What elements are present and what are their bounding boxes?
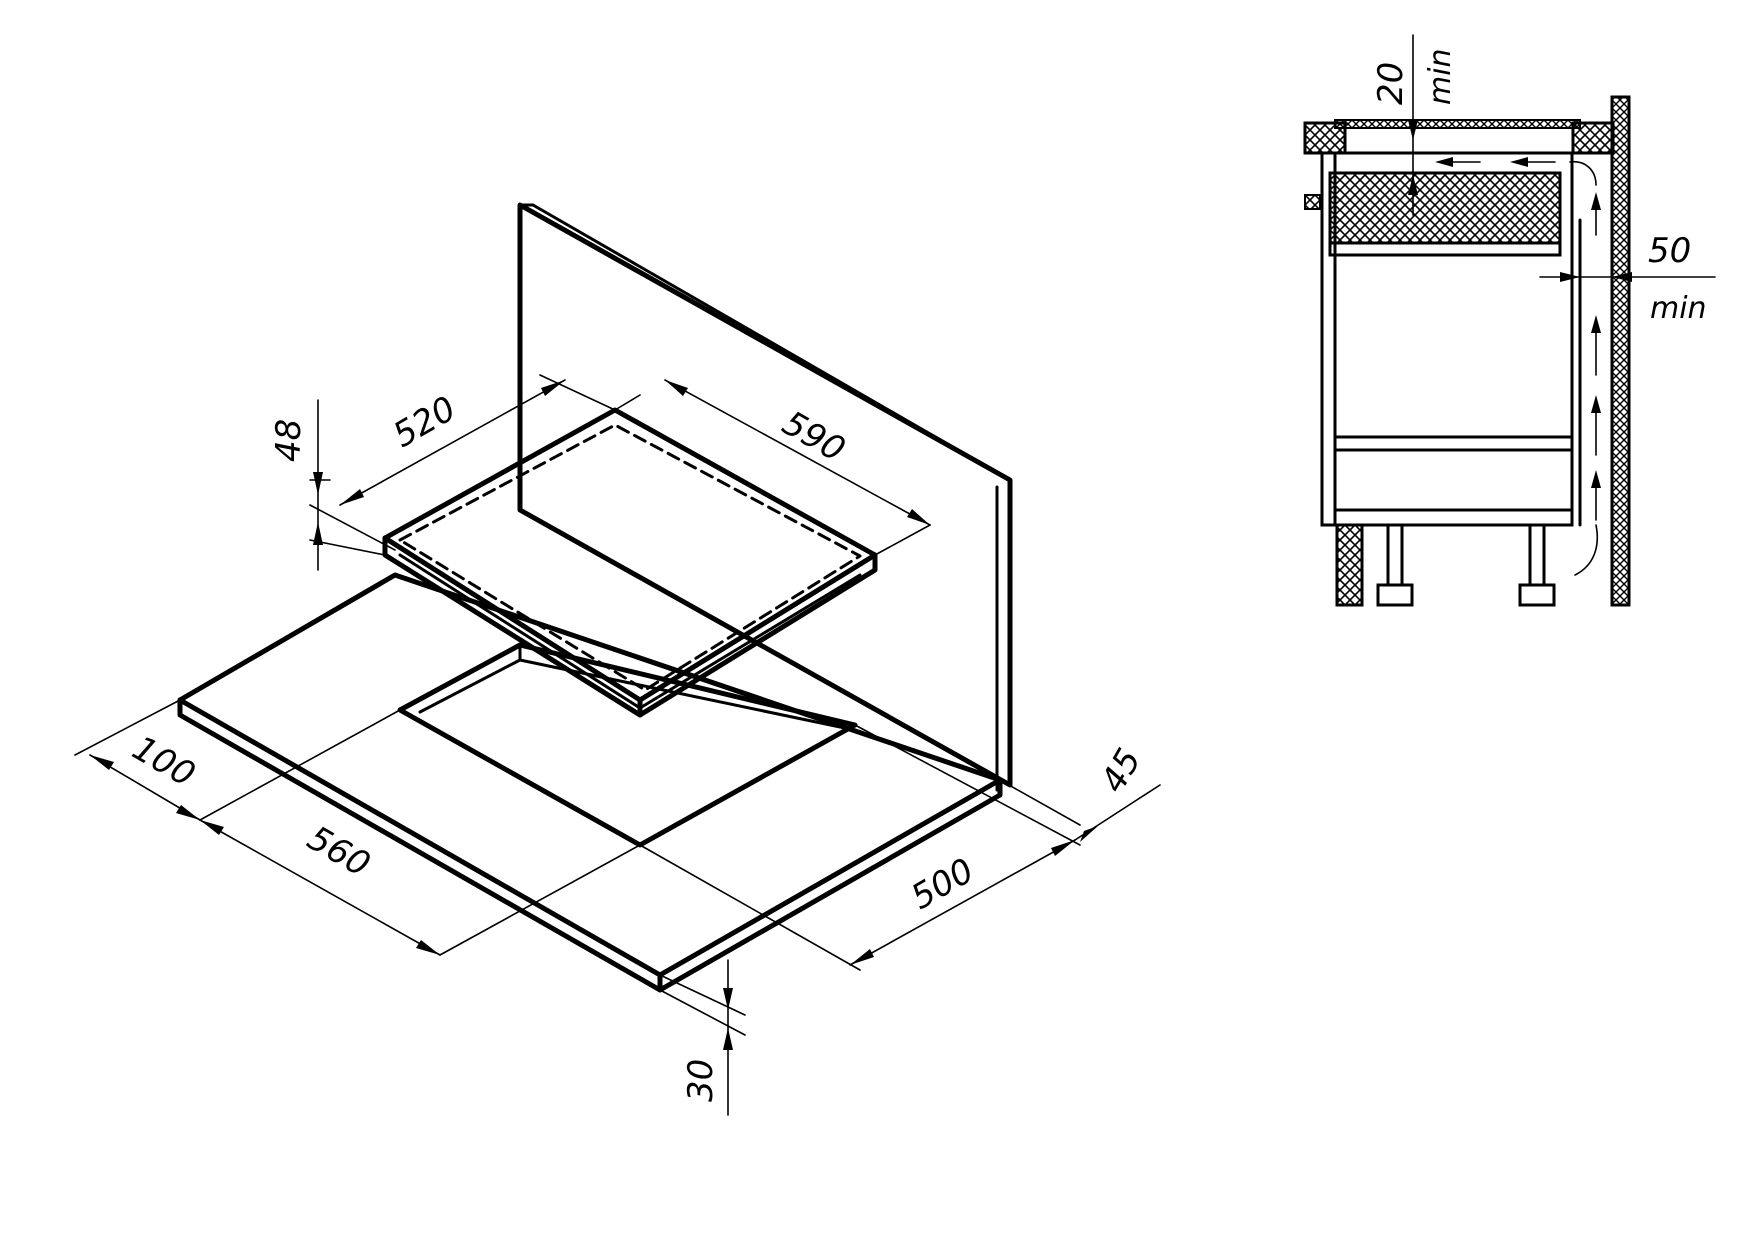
dim-rear-gap: 50 min <box>1539 231 1716 326</box>
dim-cutout-width: 560 <box>199 818 441 956</box>
cabinet-legs <box>1376 523 1556 607</box>
dim-45-label: 45 <box>1093 742 1149 799</box>
dim-590-label: 590 <box>776 403 852 470</box>
dim-top-clearance: 20 min <box>1371 34 1458 216</box>
dim-48-label: 48 <box>269 419 309 462</box>
dim-cutout-depth: 500 <box>849 839 1076 966</box>
dim-worktop-depth: 520 <box>339 379 566 506</box>
worktop <box>177 572 1003 993</box>
dim-worktop-width: 590 <box>664 379 931 526</box>
dim-520-label: 520 <box>387 389 463 456</box>
isometric-view: 520 590 48 100 560 <box>74 202 1161 1116</box>
dim-20-min-label: min <box>1423 48 1458 105</box>
section-view: 20 min 50 min <box>1303 34 1716 607</box>
dim-560-label: 560 <box>301 818 377 885</box>
cabinet-section <box>1320 151 1582 607</box>
dim-rear-margin: 45 <box>1074 742 1161 842</box>
dim-100-label: 100 <box>126 728 202 795</box>
worktop-cutout <box>397 642 858 848</box>
dim-500-label: 500 <box>905 851 981 918</box>
dim-50-min-label: min <box>1650 291 1707 326</box>
dim-front-margin: 100 <box>89 728 202 821</box>
dim-30-label: 30 <box>681 1059 721 1102</box>
rear-wall <box>1610 95 1631 607</box>
airflow-arrows <box>1435 157 1601 576</box>
dim-worktop-thickness: 30 <box>681 959 733 1116</box>
dim-20-label: 20 <box>1371 62 1411 105</box>
iso-extension-lines <box>74 374 1081 1036</box>
hob-section <box>1328 171 1562 257</box>
dim-50-label: 50 <box>1648 231 1691 271</box>
dim-hob-height: 48 <box>269 399 323 571</box>
worktop-section <box>1303 119 1615 210</box>
